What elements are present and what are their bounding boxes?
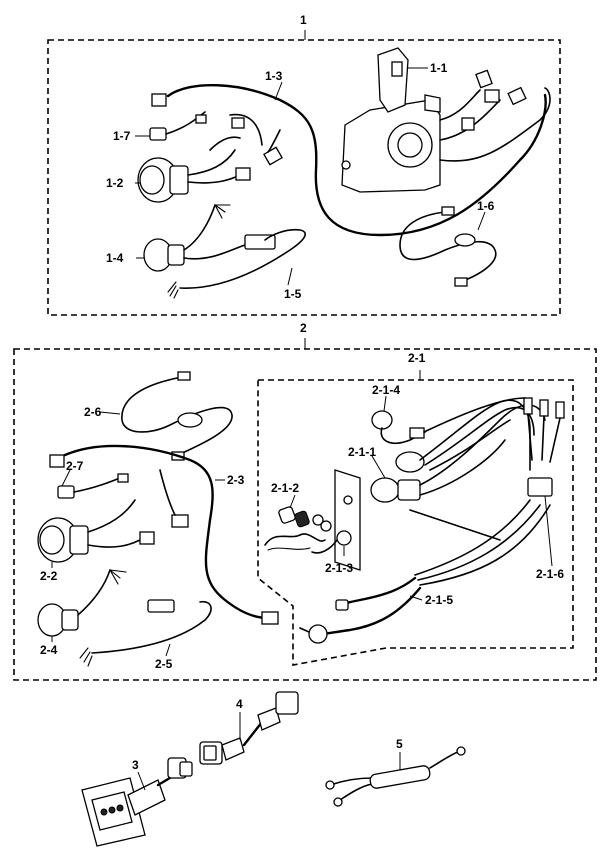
- cap-2-1-4: [371, 397, 526, 444]
- remote-control-box-1-1: [341, 47, 551, 193]
- label-2-1-3: 2-1-3: [325, 561, 353, 575]
- lanyard-2-1-2: [264, 506, 332, 551]
- label-2-1-5: 2-1-5: [425, 593, 453, 607]
- label-2-1-4: 2-1-4: [372, 383, 400, 397]
- label-4: 4: [236, 697, 243, 711]
- label-1-7: 1-7: [113, 129, 131, 143]
- gauge-1-2: [137, 136, 251, 203]
- label-2-6: 2-6: [84, 405, 102, 419]
- label-1-6: 1-6: [477, 199, 495, 213]
- group-2-leaders: [51, 395, 553, 657]
- label-2-1-1: 2-1-1: [348, 445, 376, 459]
- cable-1-5: [167, 228, 306, 299]
- label-1: 1: [300, 13, 307, 27]
- panel-socket-3: 3: [81, 757, 193, 847]
- harness-bundle-2-1: [414, 399, 553, 586]
- label-2-4: 2-4: [40, 643, 58, 657]
- harness-1-3: [151, 84, 547, 237]
- label-3: 3: [132, 758, 139, 772]
- group-2-1-frame: 2-1: [257, 351, 574, 666]
- harness-2-1-5: [299, 576, 422, 644]
- connector-2-7: [57, 473, 129, 499]
- cable-2-5: [79, 600, 212, 667]
- label-2-5: 2-5: [155, 657, 173, 671]
- gauge-1-4: [143, 204, 276, 272]
- switch-2-1-3: [311, 530, 352, 554]
- main-switch-panel-2-1-1: [334, 404, 546, 571]
- adapter-cable-4: 4: [199, 691, 299, 765]
- label-2-2: 2-2: [40, 569, 58, 583]
- harness-2-3: [49, 444, 279, 625]
- label-2-3: 2-3: [227, 473, 245, 487]
- label-1-5: 1-5: [284, 287, 302, 301]
- group-2-frame: 2: [13, 321, 597, 681]
- gauge-2-2: [37, 499, 155, 563]
- cable-5: 5: [325, 737, 466, 807]
- label-2-1-2: 2-1-2: [271, 481, 299, 495]
- label-2-7: 2-7: [66, 459, 84, 473]
- label-2-1: 2-1: [408, 351, 426, 365]
- group-1-leaders: [135, 67, 486, 286]
- label-1-3: 1-3: [265, 69, 283, 83]
- gauge-2-4: [37, 569, 175, 637]
- label-1-1: 1-1: [430, 61, 448, 75]
- connectors-2-1-6: [523, 397, 565, 463]
- group-1-frame: 1: [47, 13, 561, 316]
- label-5: 5: [396, 737, 403, 751]
- connector-1-7: [149, 111, 207, 141]
- label-2: 2: [300, 321, 307, 335]
- label-1-2: 1-2: [106, 176, 124, 190]
- label-1-4: 1-4: [106, 251, 124, 265]
- cable-1-6: [399, 206, 497, 287]
- label-2-1-6: 2-1-6: [536, 567, 564, 581]
